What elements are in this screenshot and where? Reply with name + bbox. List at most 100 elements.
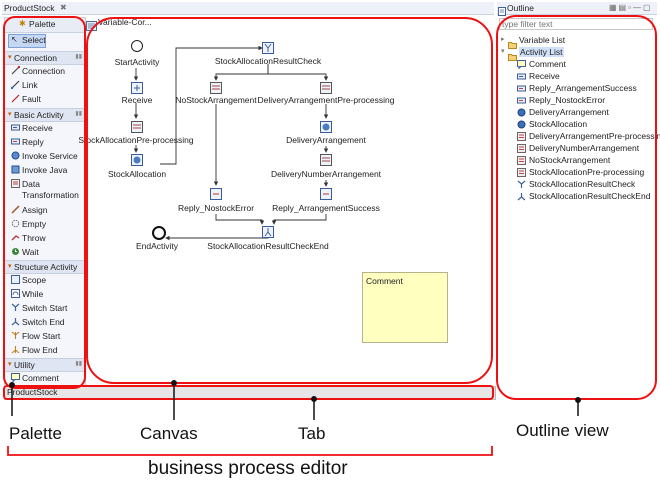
assign-icon [11, 205, 20, 214]
comment-icon [517, 60, 526, 69]
section-label: Structure Activity [14, 262, 78, 272]
switch-end-node-icon[interactable] [262, 225, 274, 238]
invoke-node-icon[interactable] [131, 153, 143, 166]
reply-node-icon[interactable] [210, 187, 222, 200]
node-label-stock-pre: StockAllocationPre-processing [78, 135, 194, 145]
wait-icon [11, 247, 20, 256]
filter-input[interactable] [499, 18, 653, 30]
palette-item-while[interactable]: While [5, 287, 85, 301]
palette-section-basic-activity[interactable]: ▾ Basic Activity ▮▮ [5, 108, 85, 122]
empty-icon [11, 219, 20, 228]
palette-title: Palette [29, 19, 56, 29]
item-label: While [22, 289, 44, 299]
tree-label: StockAllocationPre-processing [529, 167, 645, 177]
tree-label: DeliveryNumberArrangement [529, 143, 640, 153]
item-label: Invoke Service [22, 151, 78, 161]
node-label-reply-success: Reply_ArrangementSuccess [272, 203, 380, 213]
outline-icon [498, 3, 506, 21]
outline-tab[interactable]: Outline ▦▤▫—▢ [497, 2, 657, 16]
comment-note[interactable]: Comment [362, 272, 448, 343]
palette-item-wait[interactable]: Wait [5, 245, 85, 259]
tree-label: NoStockArrangement [529, 155, 611, 165]
node-label-reply-nostock: Reply_NostockError [177, 203, 255, 213]
node-label-delivery-pre: DeliveryArrangementPre-processing [257, 95, 395, 105]
start-node-icon[interactable] [131, 40, 143, 52]
palette-item-flow-start[interactable]: Flow Start [5, 329, 85, 343]
tree-label: Reply_NostockError [529, 95, 606, 105]
transform-node-icon[interactable] [320, 153, 332, 166]
item-label: Scope [22, 275, 47, 285]
palette-item-data-transformation[interactable]: Data Transformation [5, 177, 85, 203]
editor-tab-label: ProductStock [4, 3, 55, 13]
palette-item-assign[interactable]: Assign [5, 203, 85, 217]
switch-node-icon[interactable] [262, 41, 274, 54]
palette-item-throw[interactable]: Throw [5, 231, 85, 245]
invoke-node-icon[interactable] [320, 120, 332, 133]
palette-section-structure-activity[interactable]: ▾ Structure Activity [5, 260, 85, 274]
palette-header[interactable]: ✱ Palette [5, 18, 85, 33]
palette-item-link[interactable]: Link [5, 78, 85, 92]
annotation-outline-view: Outline view [516, 421, 609, 440]
annotation-business-process-editor: business process editor [148, 458, 348, 479]
item-label: Comment [22, 373, 59, 383]
tree-label: Reply_ArrangementSuccess [529, 83, 637, 93]
transform-node-icon[interactable] [210, 81, 222, 94]
tree-label: StockAllocation [529, 119, 588, 129]
tree-item-activity-list[interactable]: ▾ Activity List [501, 47, 564, 61]
palette-item-switch-end[interactable]: Switch End [5, 315, 85, 329]
item-label: Reply [22, 137, 44, 147]
palette-item-reply[interactable]: Reply [5, 135, 85, 149]
palette-item-fault[interactable]: Fault [5, 92, 85, 106]
editor-tab[interactable]: ProductStock ✖ [2, 2, 494, 15]
receive-node-icon[interactable] [131, 81, 143, 94]
tree-label: DeliveryArrangementPre-processing [529, 131, 660, 141]
item-label: Data Transformation [22, 179, 79, 200]
node-label-result-check-end: StockAllocationResultCheckEnd [207, 241, 329, 251]
palette-section-connection[interactable]: ▾ Connection ▮▮ [5, 51, 85, 65]
transform-node-icon[interactable] [131, 120, 143, 133]
palette-item-invoke-service[interactable]: Invoke Service [5, 149, 85, 163]
palette-item-connection[interactable]: Connection [5, 64, 85, 78]
item-label: Flow End [22, 345, 58, 355]
palette-item-scope[interactable]: Scope [5, 273, 85, 287]
item-label: Connection [22, 66, 66, 76]
tree-label: Variable List [519, 35, 566, 45]
transform-icon [517, 144, 526, 153]
invoke-icon [517, 120, 526, 129]
close-icon[interactable]: ✖ [60, 3, 67, 12]
scope-icon [11, 275, 20, 284]
tree-label: StockAllocationResultCheck [529, 179, 636, 189]
palette-item-switch-start[interactable]: Switch Start [5, 301, 85, 315]
switch-icon [517, 180, 526, 189]
select-tool[interactable]: ↖ Select [8, 34, 46, 48]
item-label: Receive [22, 123, 53, 133]
reply-node-icon[interactable] [320, 187, 332, 200]
outline-title: Outline [507, 3, 534, 13]
fault-icon [11, 94, 20, 103]
chevron-down-icon: ▾ [8, 361, 12, 368]
palette: ✱ Palette ↖ Select ▾ Connection ▮▮ Conne… [4, 17, 86, 387]
annotation-canvas: Canvas [140, 424, 198, 443]
palette-item-invoke-java[interactable]: Invoke Java [5, 163, 85, 177]
transform-icon [517, 156, 526, 165]
palette-section-utility[interactable]: ▾ Utility ▮▮ [5, 358, 85, 372]
flow-start-icon [11, 331, 20, 340]
palette-item-receive[interactable]: Receive [5, 121, 85, 135]
tab-highlight-frame [3, 385, 494, 400]
switch-start-icon [11, 303, 20, 312]
view-toolbar-icons[interactable]: ▦▤▫—▢ [609, 3, 653, 12]
pin-icon: ▮▮ [75, 54, 82, 60]
palette-item-flow-end[interactable]: Flow End [5, 343, 85, 357]
end-node-icon[interactable] [152, 226, 166, 240]
chevron-down-icon: ▾ [501, 48, 505, 55]
link-icon [11, 80, 20, 89]
invoke-icon [517, 108, 526, 117]
reply-icon [517, 96, 526, 105]
transform-node-icon[interactable] [320, 81, 332, 94]
palette-item-empty[interactable]: Empty [5, 217, 85, 231]
node-label-delivery: DeliveryArrangement [286, 135, 366, 145]
bottom-tab-productstock[interactable]: ProductStock [7, 387, 58, 397]
node-label-stock-allocation: StockAllocation [107, 169, 167, 179]
item-label: Link [22, 80, 38, 90]
